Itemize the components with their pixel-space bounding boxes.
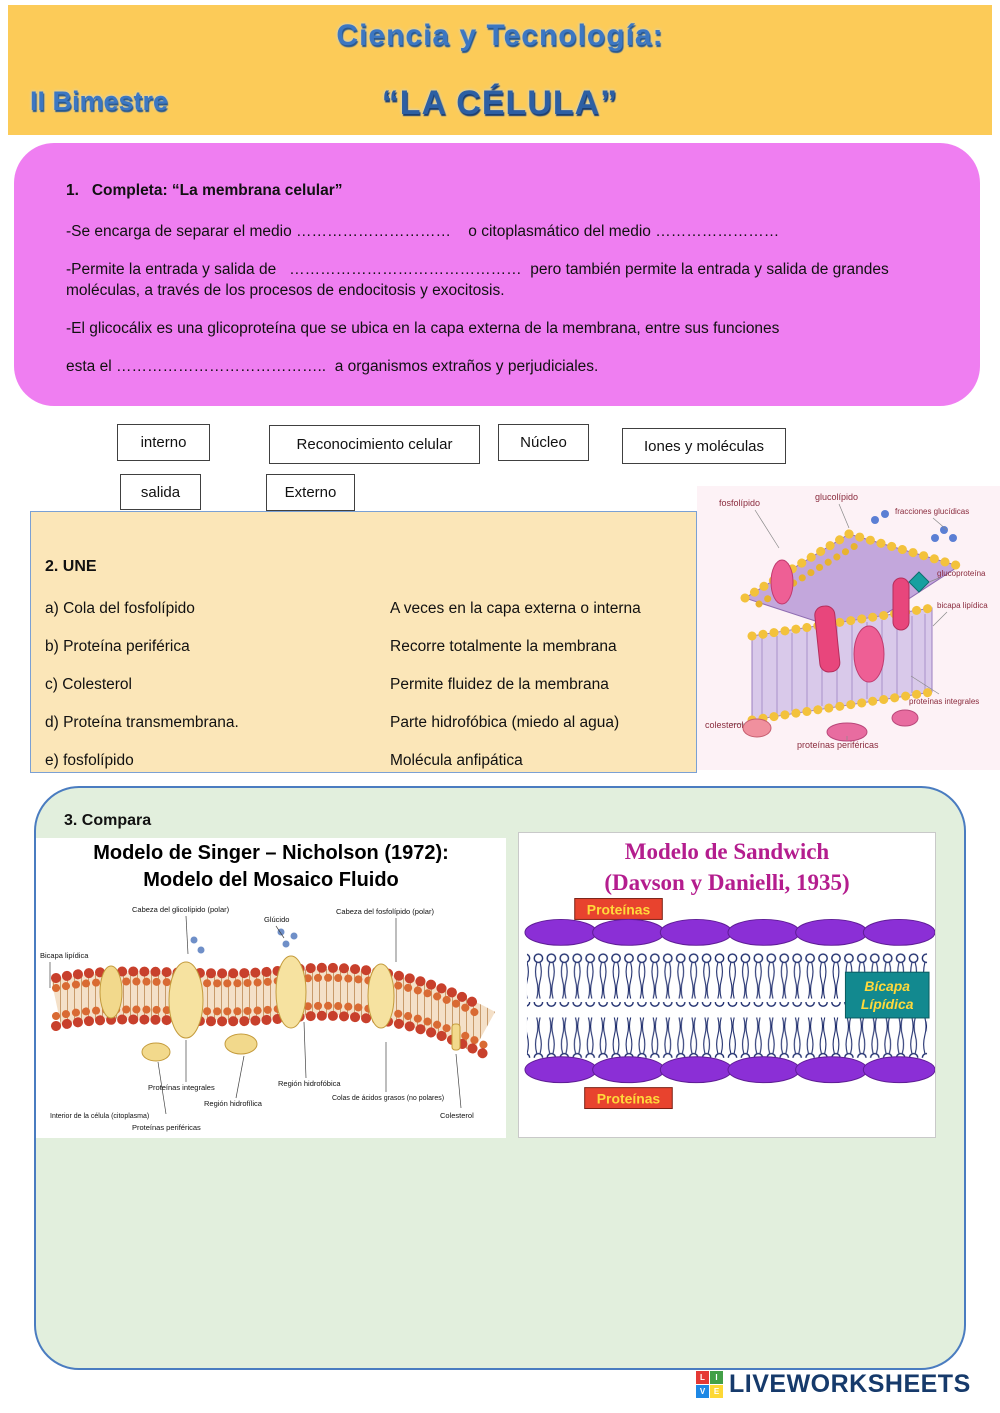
page-title: “LA CÉLULA” (381, 84, 619, 122)
singer-label-lines (49, 915, 462, 1115)
proteins-top-label: Proteínas (574, 897, 663, 920)
membrane-illustration: fosfolípido glucolípido fracciones glucí… (697, 486, 1000, 770)
word-chip-reconocimiento-celular[interactable]: Reconocimiento celular (269, 425, 480, 464)
protein-ellipses-top-row (524, 918, 935, 946)
word-chip-iones-y-moleculas[interactable]: Iones y moléculas (622, 428, 786, 464)
label-proteinas-integrales: Proteínas integrales (148, 1083, 215, 1092)
membrane-label-lines (731, 503, 948, 740)
match-row: a) Cola del fosfolípido A veces en la ca… (45, 600, 682, 618)
protein-ellipses-bottom-row (524, 1055, 935, 1083)
membrane-figure: fosfolípido glucolípido fracciones glucí… (697, 486, 1000, 770)
bilayer-label-box: Bícapa Lípídica (844, 971, 930, 1019)
label-cabeza-fosfolipido: Cabeza del fosfolípido (polar) (336, 907, 434, 916)
label-colas-acidos-grasos: Colas de ácidos grasos (no polares) (332, 1095, 444, 1102)
proteins-bottom-label: Proteínas (584, 1086, 673, 1109)
word-chip-salida[interactable]: salida (120, 474, 201, 510)
match-row: c) Colesterol Permite fluidez de la memb… (45, 676, 682, 694)
sandwich-model-figure: Modelo de Sandwich (Davson y Danielli, 1… (518, 832, 936, 1138)
label-interior-celula: Interior de la célula (citoplasma) (50, 1113, 149, 1120)
exercise1-line-1: -Se encarga de separar el medio ……………………… (66, 222, 780, 240)
liveworksheets-logo-icon: L I V E (696, 1371, 723, 1398)
exercise1-line-2: -Permite la entrada y salida de ……………………… (66, 260, 894, 299)
label-region-hidrofilica: Región hidrofílica (204, 1099, 263, 1108)
logo-cell-i: I (710, 1371, 723, 1384)
label-cabeza-glicolipido: Cabeza del glicolípido (polar) (132, 905, 230, 914)
label-glucolipido: glucolípido (815, 492, 858, 502)
label-proteinas-integrales: proteínas integrales (909, 697, 979, 706)
label-proteinas-perifericas: Proteínas periféricas (132, 1123, 201, 1132)
sandwich-illustration: Proteínas Proteínas Bícapa Lípídic (524, 897, 935, 1109)
label-bicapa-lipidica: Bicapa lipídica (40, 951, 89, 960)
match-row: e) fosfolípido Molécula anfipática (45, 752, 682, 770)
logo-cell-l: L (696, 1371, 709, 1384)
match-right-c[interactable]: Permite fluidez de la membrana (390, 676, 609, 693)
exercise2-title: 2. UNE (45, 558, 97, 575)
match-right-d[interactable]: Parte hidrofóbica (miedo al agua) (390, 714, 620, 731)
bilayer-label-line2: Lípídica (861, 996, 914, 1012)
header-bimester: II Bimestre (30, 86, 169, 116)
logo-cell-e: E (710, 1385, 723, 1398)
exercise3-title: 3. Compara (64, 812, 152, 829)
word-chip-interno[interactable]: interno (117, 424, 210, 461)
match-row: b) Proteína periférica Recorre totalment… (45, 638, 682, 656)
membrane-labels: fosfolípido glucolípido fracciones glucí… (705, 492, 988, 750)
label-fosfolipido: fosfolípido (719, 498, 760, 508)
membrane-proteins (742, 559, 919, 742)
label-colesterol: colesterol (705, 720, 744, 730)
label-colesterol: Colesterol (440, 1111, 474, 1120)
liveworksheets-brand-text[interactable]: LIVEWORKSHEETS (729, 1370, 971, 1398)
match-left-e[interactable]: e) fosfolípido (45, 752, 134, 769)
singer-title-line2: Modelo del Mosaico Fluido (143, 869, 399, 891)
membrane-slab (747, 603, 937, 725)
label-glucido: Glúcido (264, 915, 289, 924)
match-left-d[interactable]: d) Proteína transmembrana. (45, 714, 239, 731)
exercise2-section: 2. UNE a) Cola del fosfolípido A veces e… (30, 511, 697, 773)
sugar-chain-dots (190, 928, 298, 954)
match-right-b[interactable]: Recorre totalmente la membrana (390, 638, 617, 655)
exercise1-title: 1. Completa: “La membrana celular” (66, 182, 343, 199)
singer-labels: Bicapa lipídica Cabeza del glicolípido (… (40, 905, 474, 1132)
label-fracciones-glucidicas: fracciones glucídicas (895, 507, 969, 516)
singer-model-figure: Modelo de Singer – Nicholson (1972): Mod… (36, 838, 506, 1138)
exercise1-line-3: -El glicocálix es una glicoproteína que … (66, 319, 780, 337)
word-chip-externo[interactable]: Externo (266, 474, 355, 511)
match-left-a[interactable]: a) Cola del fosfolípido (45, 600, 195, 617)
logo-cell-v: V (696, 1385, 709, 1398)
match-left-c[interactable]: c) Colesterol (45, 676, 132, 693)
header-subject: Ciencia y Tecnología: (336, 19, 664, 52)
header-banner: Ciencia y Tecnología: II Bimestre “LA CÉ… (8, 5, 992, 135)
label-glucoproteina: glucoproteína (937, 569, 986, 578)
exercise1-section: 1. Completa: “La membrana celular” -Se e… (14, 143, 980, 406)
match-left-b[interactable]: b) Proteína periférica (45, 638, 190, 655)
label-proteinas-perifericas: proteínas periféricas (797, 740, 879, 750)
singer-illustration: Bicapa lipídica Cabeza del glicolípido (… (40, 905, 496, 1132)
bilayer-label-line1: Bícapa (864, 978, 910, 994)
footer: L I V E LIVEWORKSHEETS (696, 1370, 971, 1399)
glycoprotein-and-sugar-chains (871, 510, 957, 593)
match-right-e[interactable]: Molécula anfipática (390, 752, 523, 769)
proteins-bottom-text: Proteínas (597, 1090, 661, 1106)
label-region-hidrofobica: Región hidrofóbica (278, 1079, 341, 1088)
exercise1-line-4: esta el ………………………………….. a organismos ext… (66, 357, 599, 375)
word-chip-nucleo[interactable]: Núcleo (498, 424, 589, 461)
sandwich-title-line2: (Davson y Danielli, 1935) (604, 870, 850, 896)
match-right-a[interactable]: A veces en la capa externa o interna (390, 600, 641, 617)
membrane-protein-blobs (99, 955, 461, 1062)
label-bicapa-lipidica: bicapa lipídica (937, 601, 988, 610)
match-row: d) Proteína transmembrana. Parte hidrofó… (45, 714, 682, 732)
proteins-top-text: Proteínas (587, 901, 651, 917)
sandwich-title-line1: Modelo de Sandwich (624, 839, 830, 864)
singer-title-line1: Modelo de Singer – Nicholson (1972): (93, 842, 449, 864)
